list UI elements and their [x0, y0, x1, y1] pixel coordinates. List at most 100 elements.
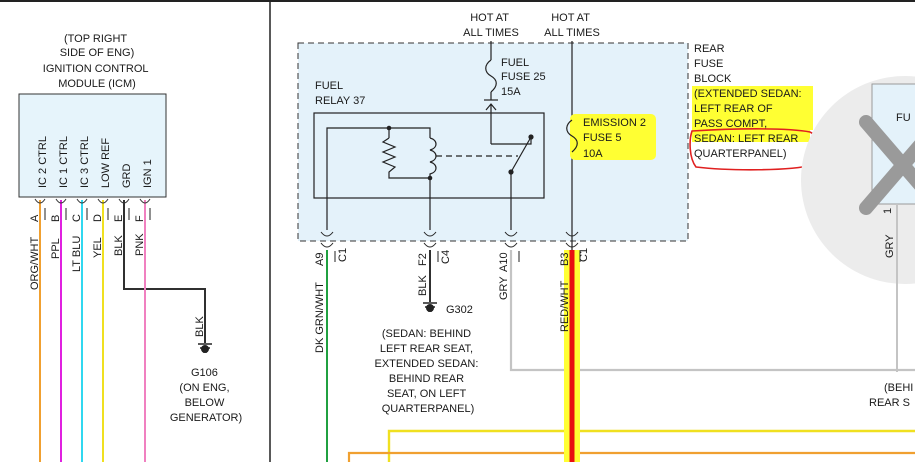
block-terminal-forks [320, 231, 579, 248]
g302-note-line: LEFT REAR SEAT, [380, 343, 473, 355]
block-pin-label: B3 [559, 253, 571, 266]
relay-switch-blade [510, 136, 532, 173]
right-component-label: FU [896, 112, 911, 124]
relay-coil-icon [429, 137, 437, 230]
relay-internal-wiring [326, 127, 532, 230]
block-wire-label: RED/WHT [559, 280, 571, 332]
block-wire-label: GRY [498, 276, 510, 300]
hot-label-line: HOT AT [551, 12, 590, 24]
g106-label: G106 (ON ENG, BELOW GENERATOR) [170, 367, 242, 424]
icm-letter-ticks [44, 208, 151, 220]
icm-pin-label: IC 1 CTRL [58, 136, 70, 188]
right-note-line: (BEHI [884, 382, 913, 394]
ground-dot-icon [426, 304, 434, 312]
fuel-fuse-line: FUSE 25 [501, 71, 546, 83]
g302-id: G302 [446, 304, 473, 316]
terminal-fork [118, 198, 130, 204]
fuel-relay-box [313, 112, 545, 199]
relay-resistor-icon [381, 137, 430, 179]
icm-pin-label: IC 2 CTRL [37, 136, 49, 188]
fuse-block-note-line: PASS COMPT, [694, 118, 767, 130]
hot-label-1: HOT AT ALL TIMES [463, 12, 519, 39]
icm-location-line1: (TOP RIGHT [64, 33, 127, 45]
terminal-fork [139, 198, 151, 204]
relay-contact-dot [508, 169, 514, 175]
icm-pin-label: IGN 1 [142, 159, 154, 188]
block-pin-labels: A9 C1 F2 C4 A10 B3 C1 [314, 248, 590, 272]
relay-contact-dot [528, 134, 534, 140]
block-conn-label: C4 [440, 250, 452, 264]
icm-pin-letter: E [113, 215, 125, 222]
icm-wire-label: PPL [50, 238, 62, 259]
icm-location-line2: SIDE OF ENG) [60, 47, 135, 59]
terminal-fork [423, 242, 437, 248]
block-wire-label: DK GRN/WHT [314, 282, 326, 353]
fuel-fuse-label: FUEL FUSE 25 15A [501, 57, 549, 98]
icm-pin-label: IC 3 CTRL [79, 136, 91, 188]
fuel-fuse-line: 15A [501, 86, 521, 98]
icm-wire-labels: ORG/WHT PPL LT BLU YEL BLK PNK [29, 233, 146, 290]
fuse-block-note: (EXTENDED SEDAN: LEFT REAR OF PASS COMPT… [694, 88, 805, 160]
block-conn-label: C1 [578, 248, 590, 262]
terminal-fork [423, 231, 437, 237]
terminal-fork [504, 231, 518, 237]
fuse-block-note-line: SEDAN: LEFT REAR [694, 133, 798, 145]
terminal-fork [97, 198, 109, 204]
fuel-relay-line: RELAY 37 [315, 95, 365, 107]
terminal-fork [76, 198, 88, 204]
emission-fuse-line: 10A [583, 148, 603, 160]
g302-note-line: (SEDAN: BEHIND [382, 328, 471, 340]
icm-pin-labels: IC 2 CTRL IC 1 CTRL IC 3 CTRL LOW REF GR… [37, 136, 154, 188]
terminal-fork [565, 231, 579, 237]
terminal-fork [565, 242, 579, 248]
fuse-block-title-line: REAR [694, 43, 725, 55]
ground-dot-icon [201, 345, 209, 353]
g106-note-line: GENERATOR) [170, 412, 242, 424]
icm-pin-letters: A B C D E F [29, 214, 146, 222]
icm-wire-label: BLK [113, 235, 125, 256]
icm-wires [39, 200, 206, 462]
icm-pin-letter: F [134, 215, 146, 222]
fuel-relay-label: FUEL RELAY 37 [315, 80, 365, 107]
icm-pin-letter: A [29, 214, 41, 222]
icm-wire-label: ORG/WHT [29, 237, 41, 290]
icm-name-line2: MODULE (ICM) [58, 78, 136, 90]
close-x-icon[interactable] [859, 115, 915, 215]
g106-note-line: (ON ENG, [179, 382, 229, 394]
terminal-fork [320, 231, 334, 237]
emission-fuse-label: EMISSION 2 FUSE 5 10A [583, 117, 649, 160]
wire-blk-ground [123, 200, 206, 343]
block-conn-label: C1 [337, 248, 349, 262]
fuse-block-note-line: (EXTENDED SEDAN: [694, 88, 802, 100]
icm-name: IGNITION CONTROL MODULE (ICM) [43, 63, 151, 90]
hot-label-line: ALL TIMES [544, 27, 600, 39]
fuel-fuse-line: FUEL [501, 57, 529, 69]
icm-pin-letter: D [92, 214, 104, 222]
g106-note-line: BELOW [185, 397, 225, 409]
fuse-block-note-highlight [692, 86, 813, 130]
icm-wire-label: YEL [92, 237, 104, 258]
g106-wire-label: BLK [194, 316, 206, 337]
wire-yellow-bus [387, 429, 915, 462]
block-pin-label: A9 [314, 253, 326, 266]
block-wire-labels: DK GRN/WHT BLK GRY RED/WHT [314, 275, 571, 353]
block-pin-label: A10 [498, 252, 510, 272]
fuse-block-note-line: LEFT REAR OF [694, 103, 773, 115]
block-wires [326, 250, 915, 462]
icm-box [18, 93, 167, 198]
icm-wire-label: PNK [134, 233, 146, 256]
hot-label-2: HOT AT ALL TIMES [544, 12, 600, 39]
terminal-fork [504, 242, 518, 248]
terminal-fork [320, 242, 334, 248]
icm-pin-label: GRD [121, 164, 133, 189]
right-component-wire-label: GRY [884, 234, 896, 258]
right-note-line: REAR S [869, 397, 910, 409]
fuse-block-title-line: FUSE [694, 58, 723, 70]
fuse-block-title: REAR FUSE BLOCK [694, 43, 732, 85]
block-pin-label: F2 [417, 253, 429, 266]
emission-fuse-line: EMISSION 2 [583, 117, 646, 129]
icm-name-line1: IGNITION CONTROL [43, 63, 149, 75]
fuel-fuse-icon [484, 59, 498, 144]
terminal-fork [34, 198, 46, 204]
